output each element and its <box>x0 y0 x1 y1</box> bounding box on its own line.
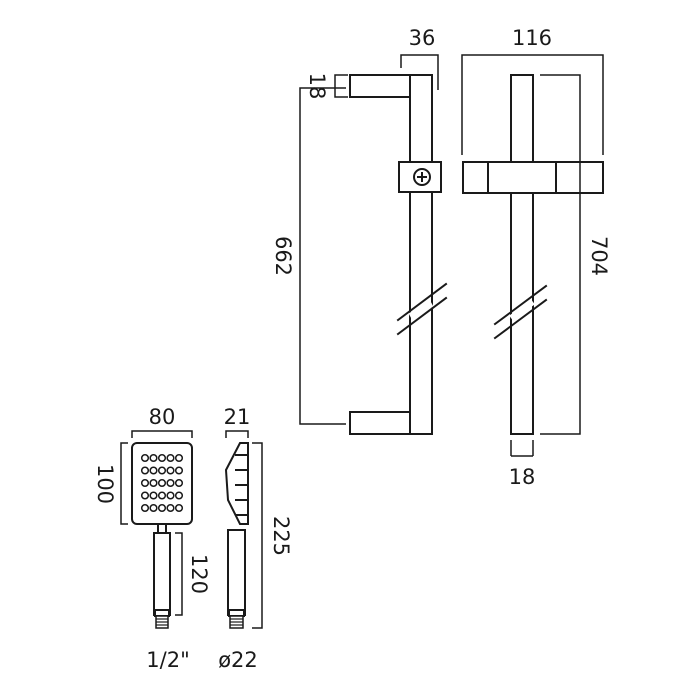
handset-handle <box>153 532 171 616</box>
dim-21-line <box>225 430 249 438</box>
thread-side-icon <box>229 615 244 629</box>
dim-225-label: 225 <box>269 516 293 556</box>
spray-nozzle <box>157 491 167 500</box>
spray-nozzle <box>174 503 184 513</box>
spray-nozzle <box>140 503 150 513</box>
dim-704-line <box>540 74 581 435</box>
spray-nozzle <box>157 453 167 463</box>
handset-head <box>131 442 193 525</box>
dim-80-label: 80 <box>149 405 176 429</box>
handset-head-side <box>224 442 249 525</box>
slider-knob-icon <box>413 168 431 186</box>
dim-21-label: 21 <box>224 405 251 429</box>
spray-nozzle <box>140 478 150 488</box>
spray-nozzle <box>140 491 150 500</box>
dim-225-line <box>252 442 263 629</box>
spray-nozzle <box>174 453 184 463</box>
spray-nozzle <box>149 491 158 500</box>
handset-handle-side <box>227 529 246 616</box>
bottom-wall-bracket <box>349 411 411 435</box>
spray-nozzle <box>166 491 175 500</box>
dim-36-line <box>400 54 439 90</box>
dim-120-line <box>175 532 183 616</box>
dim-116-line <box>461 54 604 155</box>
spray-nozzle <box>166 503 175 513</box>
spray-nozzle <box>149 466 158 475</box>
break-mark-side <box>396 282 448 336</box>
break-mark-front <box>493 284 548 340</box>
spray-nozzle <box>157 478 167 488</box>
handle-collar-side <box>228 609 245 617</box>
spray-nozzle <box>166 466 175 475</box>
spray-nozzle <box>140 466 150 475</box>
dim-100-label: 100 <box>93 464 117 504</box>
dim-704-label: 704 <box>587 236 611 276</box>
top-wall-bracket <box>349 74 411 98</box>
handle-collar <box>154 609 170 617</box>
dim-18-bracket-line <box>334 74 348 98</box>
spray-nozzle <box>174 491 184 500</box>
dim-18-bracket-label: 18 <box>305 73 329 100</box>
riser-rail-side-view: 36 18 662 <box>271 26 448 435</box>
dim-116-label: 116 <box>512 26 552 50</box>
spray-nozzle <box>157 503 167 513</box>
spray-nozzle <box>174 466 184 475</box>
spray-nozzle <box>149 478 158 488</box>
thread-size-label: 1/2" <box>146 648 189 672</box>
rail-front <box>510 74 534 435</box>
dim-120-label: 120 <box>187 554 211 594</box>
spray-nozzle <box>174 478 184 488</box>
dim-80-line <box>131 430 193 438</box>
riser-rail-front-view: 116 704 18 <box>461 26 611 489</box>
handset-side-view: 21 225 ø22 <box>218 405 293 672</box>
spray-nozzle <box>166 478 175 488</box>
spray-nozzles <box>140 453 184 513</box>
handle-diameter-label: ø22 <box>218 648 258 672</box>
dim-18-rail-label: 18 <box>509 465 536 489</box>
slider-front <box>462 161 604 194</box>
spray-face-side <box>235 454 249 516</box>
dim-18-rail-line <box>510 440 534 457</box>
spray-nozzle <box>140 453 150 463</box>
dim-100-line <box>120 442 128 525</box>
spray-nozzle <box>166 453 175 463</box>
dim-662-line <box>299 87 346 425</box>
thread-icon <box>155 615 169 629</box>
rail-side <box>409 74 433 435</box>
dim-662-label: 662 <box>271 236 295 276</box>
spray-nozzle <box>157 466 167 475</box>
spray-nozzle <box>149 503 158 513</box>
handset-front-view: 80 100 120 1/2" <box>93 405 211 672</box>
spray-nozzle <box>149 453 158 463</box>
dim-36-label: 36 <box>409 26 436 50</box>
